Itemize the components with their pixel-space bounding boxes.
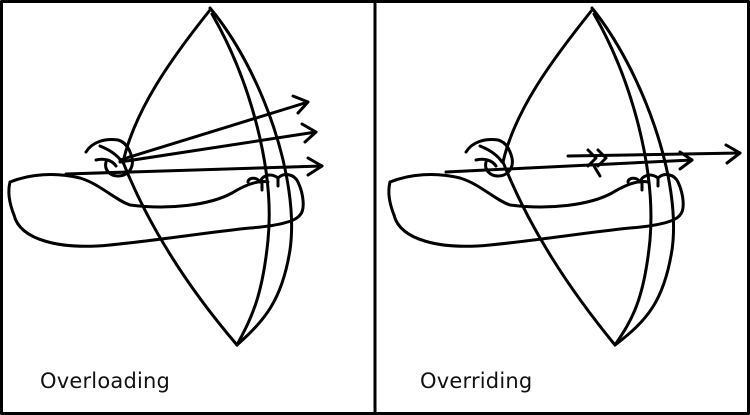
left-arrow-2 [120, 132, 316, 162]
right-arm-upper [390, 175, 648, 207]
left-bow-string [123, 10, 237, 345]
left-arm-upper [10, 175, 268, 207]
left-bow-hand [248, 175, 303, 215]
right-bow-hand [628, 175, 683, 215]
caption-overriding: Overriding [420, 369, 532, 393]
right-panel-drawing [389, 8, 740, 345]
left-panel-drawing [9, 8, 322, 345]
right-bow-string [503, 10, 615, 345]
left-elbow [9, 182, 14, 215]
right-elbow [389, 182, 394, 215]
caption-overloading: Overloading [40, 369, 170, 393]
right-arrow-base [446, 160, 692, 172]
